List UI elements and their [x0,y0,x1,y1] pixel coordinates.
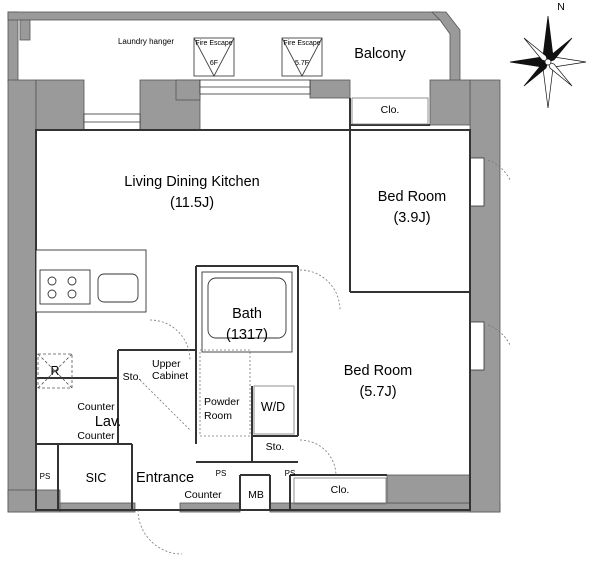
ldk-size-label: (11.5J) [169,195,215,211]
bedroom2-size-label: (5.7J) [359,384,397,400]
refrigerator-box [37,353,73,389]
bathtub [201,271,293,353]
powder-room-label: Powder Room [204,396,240,422]
balcony-label: Balcony [354,46,406,62]
bedroom2-name-label: Bed Room [343,363,413,379]
sic-label: SIC [85,471,107,485]
meter-box-label: MB [248,489,264,501]
closet-bottom-label: Clo. [330,484,350,496]
pipe-space-mid-label: PS [215,469,227,478]
counter-entrance-label: Counter [184,489,222,501]
upper-cabinet-label: Upper Cabinet [152,358,189,383]
fire-escape-hatches [193,37,323,77]
ldk-name-label: Living Dining Kitchen [124,174,260,190]
bedroom1-name-label: Bed Room [377,189,447,205]
pipe-space-right-label: PS [284,469,296,478]
compass-rose [509,15,587,109]
pipe-space-left-label: PS [39,472,51,481]
bath-size-label: (1317) [226,327,268,343]
compass-north-label: N [557,1,565,13]
bedroom1-size-label: (3.9J) [393,210,431,226]
laundry-hanger-label: Laundry hanger [117,37,175,46]
fire-escape-right-floor: 5.7F [294,60,310,67]
storage-lower-label: Sto. [265,441,285,453]
counter-lower-label: Counter [77,430,115,442]
bath-name-label: Bath [232,306,262,322]
storage-small-label: Sto. [122,371,142,383]
entrance-label: Entrance [135,470,195,486]
closet-top-label: Clo. [380,104,400,116]
exterior-walls [7,79,501,513]
fire-escape-left-label: Fire Escape [195,40,233,47]
washer-dryer-label: W/D [260,400,286,414]
counter-upper-label: Counter [77,401,115,413]
refrigerator-label: R [50,364,60,378]
door-swings [137,159,511,555]
kitchen-counter [35,249,147,313]
fire-escape-right-label: Fire Escape [283,40,321,47]
interior-walls [35,98,471,511]
lavatory-label: Lav. [94,414,122,430]
fire-escape-left-floor: 6F [209,60,219,67]
closet-outlines [199,97,429,505]
window-sashes [83,79,485,371]
